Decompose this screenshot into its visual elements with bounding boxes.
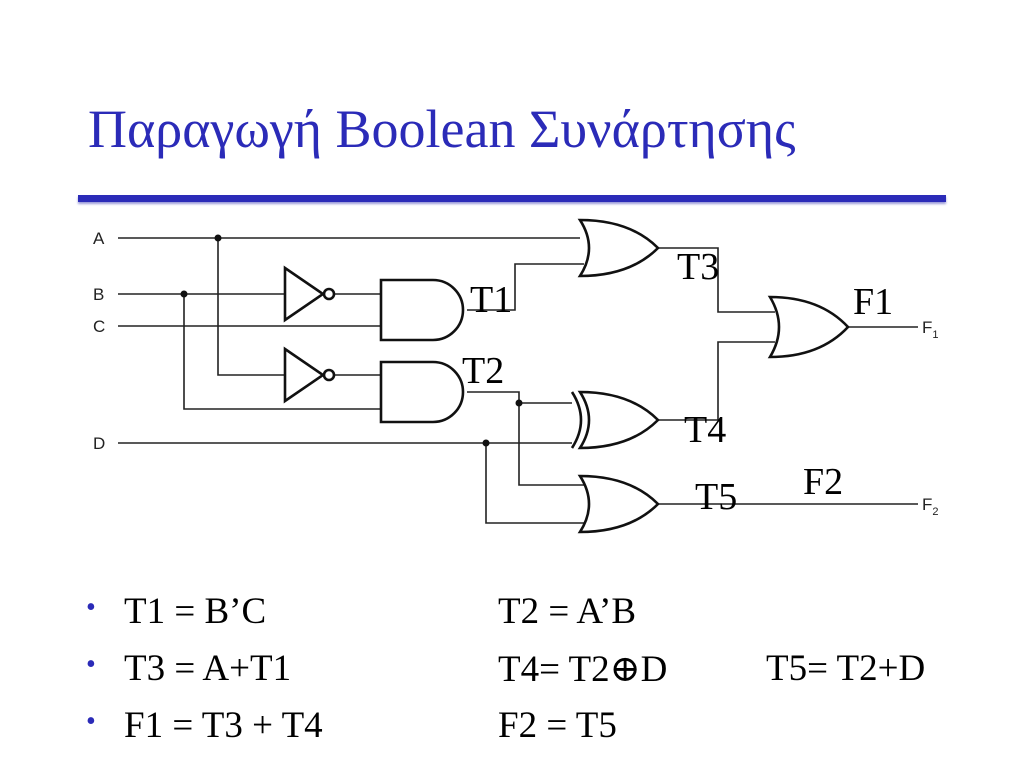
signal-label-t4: T4 — [684, 409, 726, 451]
wire-t3 — [658, 247, 775, 313]
signal-label-t1: T1 — [470, 279, 512, 321]
output-label-f2: F2 — [922, 495, 939, 518]
or-gate-t3 — [577, 218, 660, 278]
input-label-b: B — [93, 285, 104, 304]
slide-title: Παραγωγή Boolean Συνάρτησης — [88, 99, 796, 159]
wire-b-branch — [183, 294, 381, 410]
bullet: • — [86, 592, 96, 623]
signal-label-t2: T2 — [462, 350, 504, 392]
not-gate-1 — [283, 265, 336, 323]
and-gate-1 — [379, 278, 465, 342]
input-label-a: A — [93, 229, 105, 248]
equation-t1: T1 = B’C — [124, 591, 267, 632]
signal-label-f2: F2 — [803, 461, 843, 503]
xor-gate-t4 — [570, 390, 660, 450]
signal-label-f1: F1 — [853, 281, 893, 323]
title-rule — [78, 195, 946, 202]
or-gate-f1 — [767, 295, 850, 359]
wire-t2 — [467, 391, 585, 486]
signal-label-t3: T3 — [677, 246, 719, 288]
and-gate-2 — [379, 360, 465, 424]
equation-f2: F2 = T5 — [498, 705, 617, 746]
equation-t2: T2 = A’B — [498, 591, 637, 632]
junction-d — [482, 439, 490, 447]
equation-t4: T4= T2⊕D — [498, 649, 668, 690]
wire-t1 — [467, 263, 584, 311]
junction-b — [180, 290, 188, 298]
equation-f1: F1 = T3 + T4 — [124, 705, 323, 746]
bullet: • — [86, 706, 96, 737]
wire-d-branch — [485, 443, 585, 524]
wire-t4 — [658, 341, 775, 421]
or-gate-t5 — [577, 474, 660, 534]
signal-label-t5: T5 — [695, 476, 737, 518]
input-label-d: D — [93, 434, 105, 453]
junction-t2 — [515, 399, 523, 407]
wire-a-branch — [217, 238, 285, 376]
not-gate-2 — [283, 346, 336, 404]
input-label-c: C — [93, 317, 105, 336]
junction-a — [214, 234, 222, 242]
output-label-f1: F1 — [922, 318, 939, 341]
bullet: • — [86, 649, 96, 680]
equation-t5: T5= T2+D — [766, 648, 926, 689]
equation-t3: T3 = A+T1 — [124, 648, 292, 689]
